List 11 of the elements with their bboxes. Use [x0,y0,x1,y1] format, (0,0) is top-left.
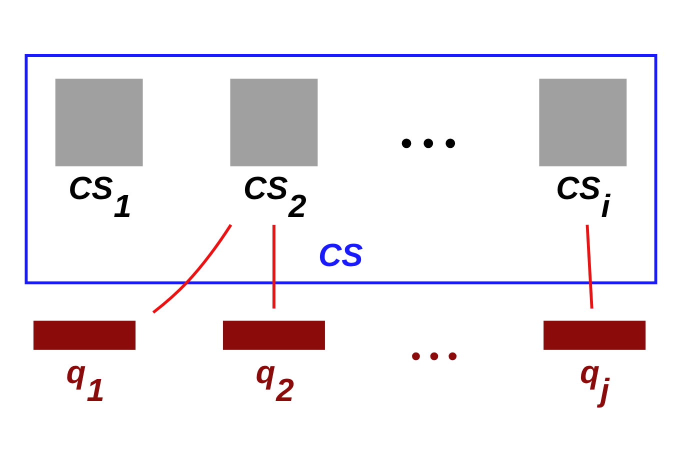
connector [152,224,232,314]
node-box [544,320,646,350]
node-box [230,78,318,166]
node-box [539,78,627,166]
node-box [34,320,136,350]
node-box [222,320,325,350]
node-box [55,78,143,166]
label: • • • [410,340,458,373]
connector [272,224,276,309]
label: • • • [400,124,457,163]
connector [586,224,594,309]
